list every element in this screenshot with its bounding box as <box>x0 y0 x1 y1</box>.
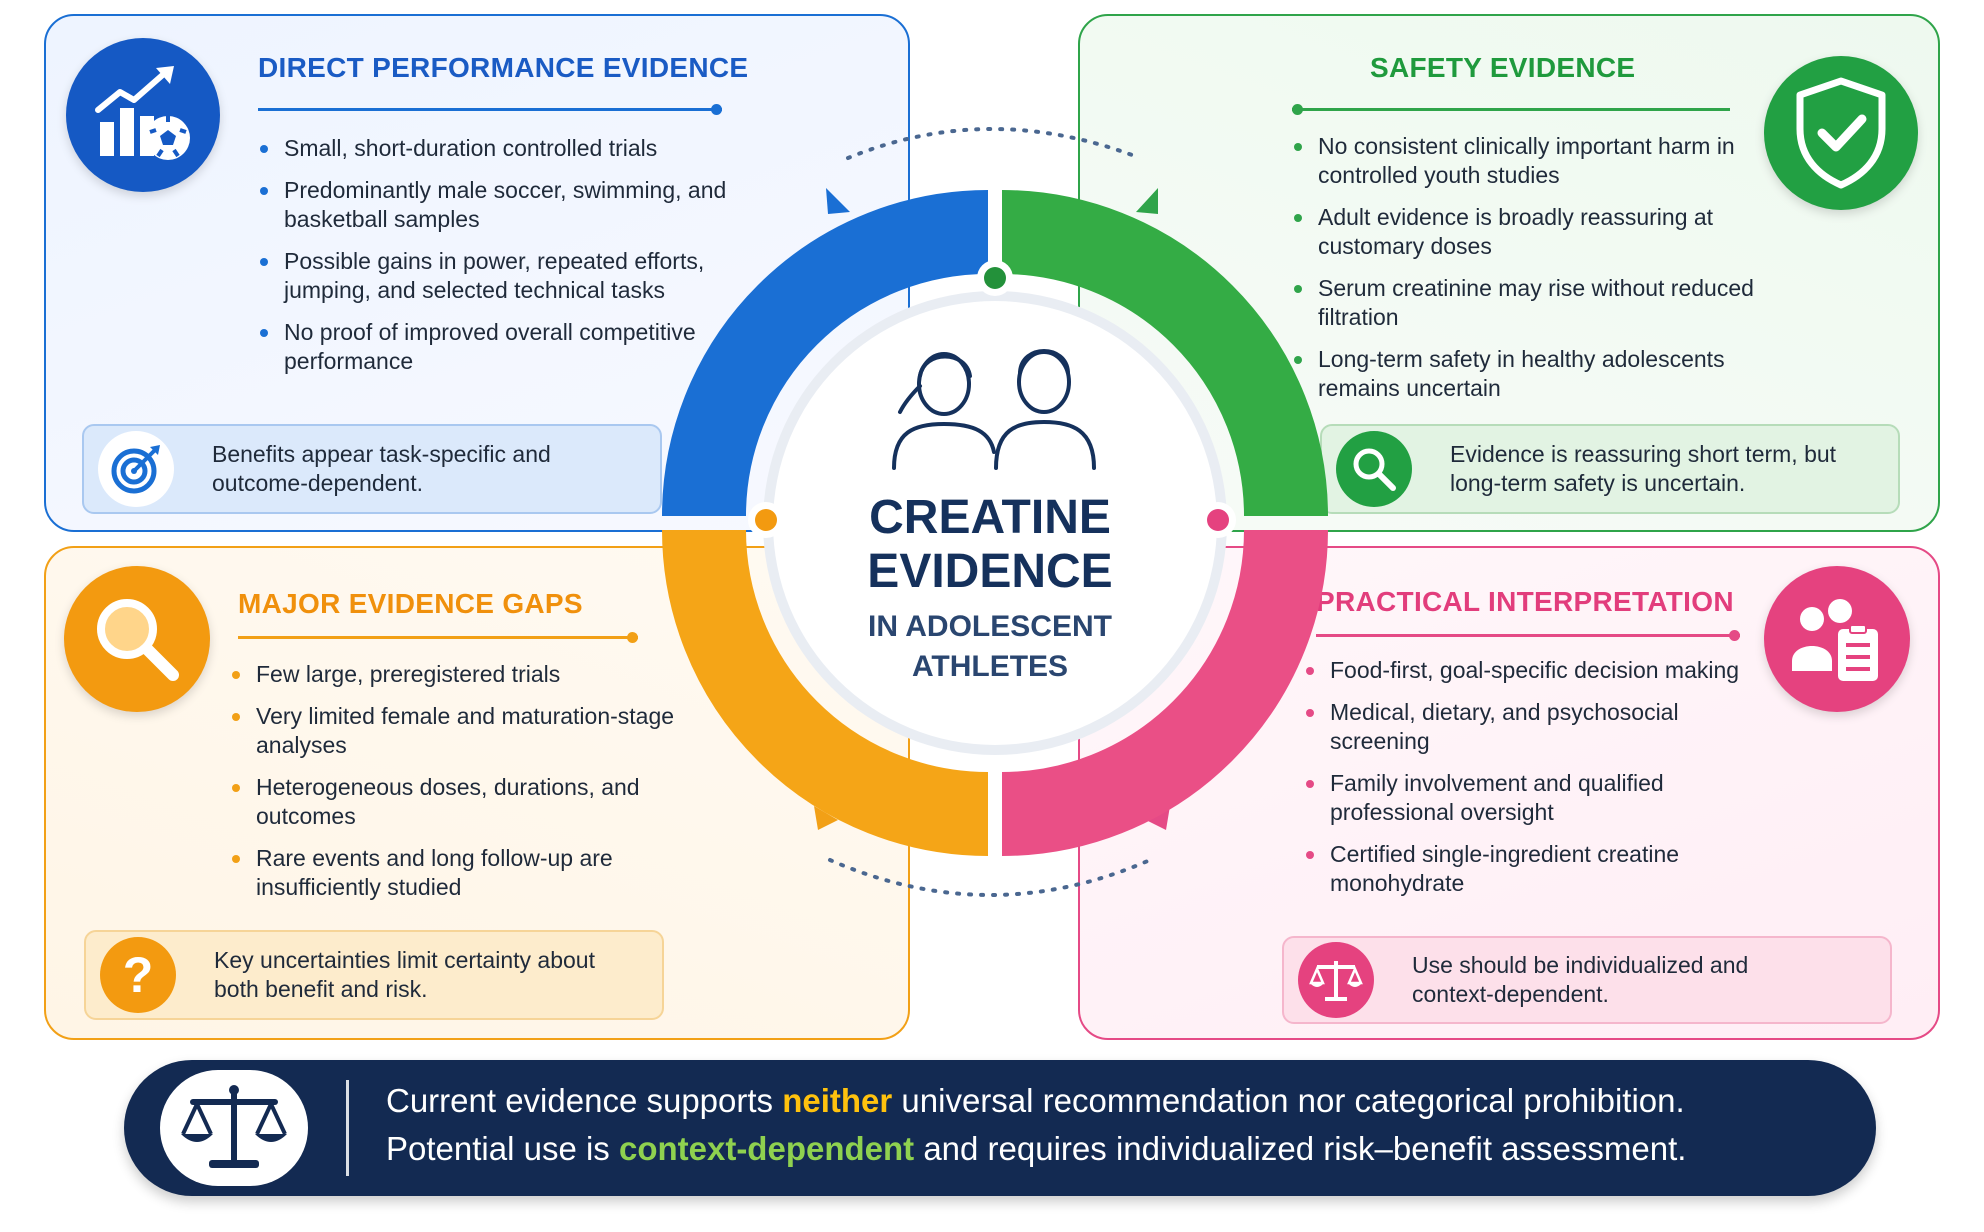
two-people-icon <box>892 349 1096 470</box>
list-item: Serum creatinine may rise without reduce… <box>1292 274 1762 332</box>
list-item: Long-term safety in healthy adolescents … <box>1292 345 1762 403</box>
arrow-performance <box>826 188 850 214</box>
list-item: Predominantly male soccer, swimming, and… <box>258 176 778 234</box>
gaps-title-underline <box>238 632 638 643</box>
center-subtitle-line2: ATHLETES <box>911 650 1069 683</box>
chart-soccer-ball-icon <box>66 38 220 192</box>
list-item: Food-first, goal-specific decision makin… <box>1304 656 1744 685</box>
target-icon <box>98 431 174 507</box>
list-item: Very limited female and maturation-stage… <box>230 702 690 760</box>
gaps-callout: ? Key uncertainties limit certainty abou… <box>84 930 664 1020</box>
dotted-connector-top <box>846 127 1142 160</box>
highlight-context-dependent: context-dependent <box>618 1130 915 1167</box>
performance-callout-text: Benefits appear task-specific and outcom… <box>212 441 551 496</box>
gaps-title: MAJOR EVIDENCE GAPS <box>238 588 583 619</box>
highlight-neither: neither <box>782 1082 893 1119</box>
ring-segment-pink <box>1001 529 1328 856</box>
performance-title-underline <box>258 104 722 115</box>
question-mark-icon: ? <box>100 937 176 1013</box>
practical-bullet-list: Food-first, goal-specific decision makin… <box>1304 656 1744 911</box>
safety-panel: SAFETY EVIDENCE No consistent clinically… <box>1078 14 1940 532</box>
safety-bullet-list: No consistent clinically important harm … <box>1292 132 1762 416</box>
list-item: Small, short-duration controlled trials <box>258 134 778 163</box>
list-item: No proof of improved overall competitive… <box>258 318 778 376</box>
arrow-gaps <box>814 806 838 830</box>
list-item: Few large, preregistered trials <box>230 660 690 689</box>
magnifier-icon <box>1336 431 1412 507</box>
list-item: Possible gains in power, repeated effort… <box>258 247 778 305</box>
performance-panel: DIRECT PERFORMANCE EVIDENCE Small, short… <box>44 14 910 532</box>
banner-line2: Potential use is context-dependent and r… <box>386 1130 1687 1167</box>
scales-icon <box>1298 942 1374 1018</box>
center-title-line1: CREATINE <box>869 491 1111 544</box>
center-disc <box>773 301 1217 745</box>
list-item: Certified single-ingredient creatine mon… <box>1304 840 1744 898</box>
center-subtitle-line1: IN ADOLESCENT <box>868 610 1112 643</box>
safety-title-underline <box>1292 104 1730 115</box>
banner-line1: Current evidence supports neither univer… <box>386 1082 1685 1119</box>
list-item: Heterogeneous doses, durations, and outc… <box>230 773 690 831</box>
magnifier-icon <box>64 566 210 712</box>
shield-check-icon <box>1764 56 1918 210</box>
list-item: Family involvement and qualified profess… <box>1304 769 1744 827</box>
ring-segment-orange <box>662 529 989 856</box>
list-item: No consistent clinically important harm … <box>1292 132 1762 190</box>
list-item: Medical, dietary, and psychosocial scree… <box>1304 698 1744 756</box>
dotted-connector-bottom <box>828 858 1152 897</box>
banner-separator <box>346 1080 349 1176</box>
safety-callout: Evidence is reassuring short term, but l… <box>1320 424 1900 514</box>
arrow-safety <box>1136 188 1158 214</box>
practical-callout: Use should be individualized and context… <box>1282 936 1892 1024</box>
practical-title: PRACTICAL INTERPRETATION <box>1316 586 1734 617</box>
safety-callout-text: Evidence is reassuring short term, but l… <box>1450 441 1837 496</box>
list-item: Adult evidence is broadly reassuring at … <box>1292 203 1762 261</box>
practical-callout-text: Use should be individualized and context… <box>1412 952 1749 1007</box>
practical-title-underline <box>1316 630 1740 641</box>
performance-title: DIRECT PERFORMANCE EVIDENCE <box>258 52 749 83</box>
ring-segment-blue <box>662 190 989 517</box>
scales-icon <box>160 1070 308 1186</box>
people-clipboard-icon <box>1764 566 1910 712</box>
gaps-bullet-list: Few large, preregistered trials Very lim… <box>230 660 690 915</box>
gaps-callout-text: Key uncertainties limit certainty about … <box>214 947 595 1002</box>
safety-title: SAFETY EVIDENCE <box>1370 52 1636 83</box>
ring-segment-green <box>1001 190 1328 517</box>
center-title-line2: EVIDENCE <box>867 545 1113 598</box>
performance-bullet-list: Small, short-duration controlled trials … <box>258 134 778 389</box>
conclusion-banner: Current evidence supports neither univer… <box>124 1060 1876 1196</box>
list-item: Rare events and long follow-up are insuf… <box>230 844 690 902</box>
performance-callout: Benefits appear task-specific and outcom… <box>82 424 662 514</box>
